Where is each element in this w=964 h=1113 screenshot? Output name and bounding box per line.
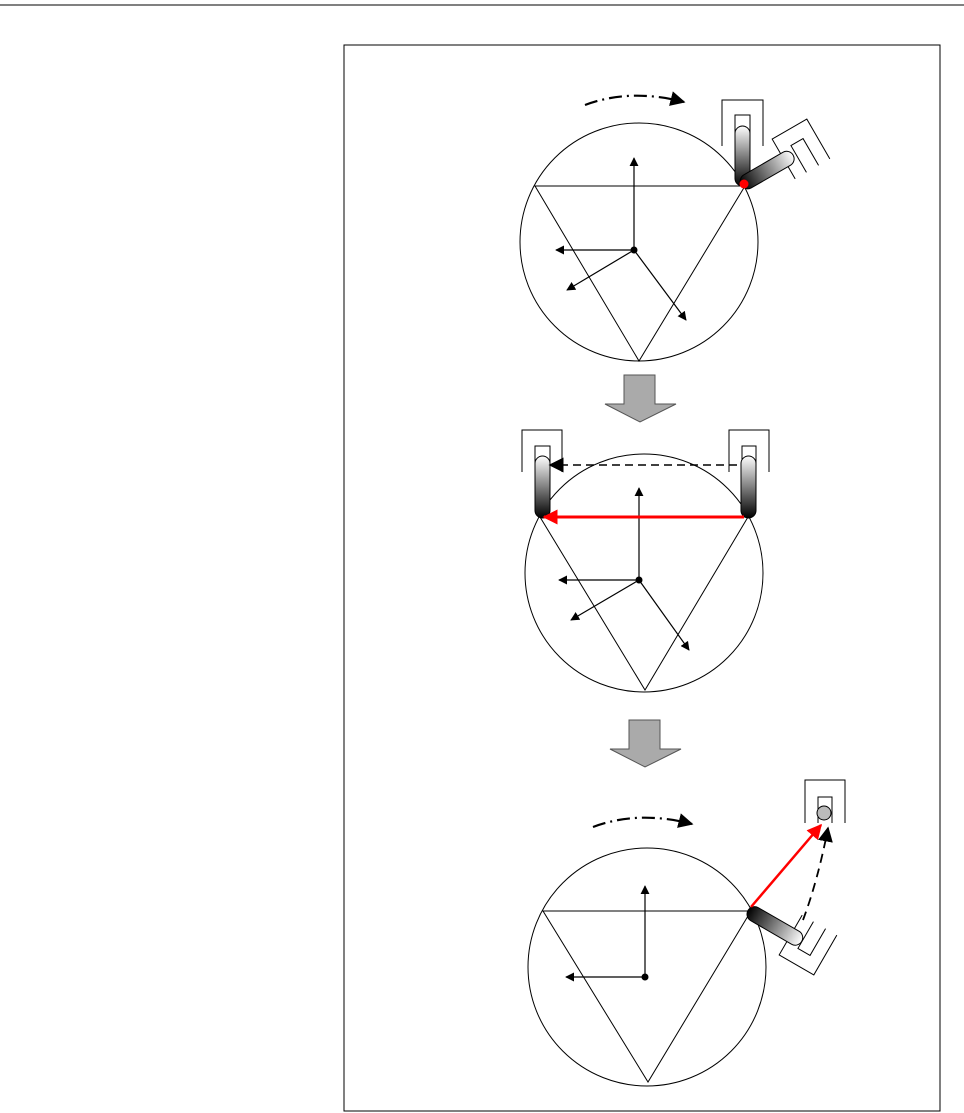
finger-icon bbox=[741, 456, 756, 518]
finger-release-arrow bbox=[751, 825, 821, 907]
object-circle bbox=[520, 123, 758, 361]
rotation-arrow-icon bbox=[593, 818, 692, 827]
rotation-arrow-icon bbox=[585, 96, 684, 105]
panel-3 bbox=[528, 780, 845, 1086]
finger-icon bbox=[535, 456, 550, 518]
panel-1 bbox=[520, 96, 830, 361]
object-circle bbox=[525, 454, 763, 692]
down-arrow-icon bbox=[610, 720, 681, 767]
triangle-object bbox=[540, 517, 748, 690]
figure-frame bbox=[344, 45, 940, 1111]
coordinate-frame-rotated bbox=[571, 580, 689, 650]
down-arrow-icon bbox=[605, 375, 676, 422]
panel-2 bbox=[522, 430, 769, 692]
contact-point-highlight bbox=[740, 180, 749, 189]
gripper-jaw-icon bbox=[779, 915, 837, 975]
object-circle bbox=[528, 848, 766, 1086]
released-finger-icon bbox=[817, 806, 831, 820]
coordinate-frame-object bbox=[556, 158, 638, 254]
coordinate-frame-object bbox=[566, 886, 649, 981]
coordinate-frame-rotated bbox=[567, 250, 686, 320]
triangle-object bbox=[543, 911, 751, 1082]
